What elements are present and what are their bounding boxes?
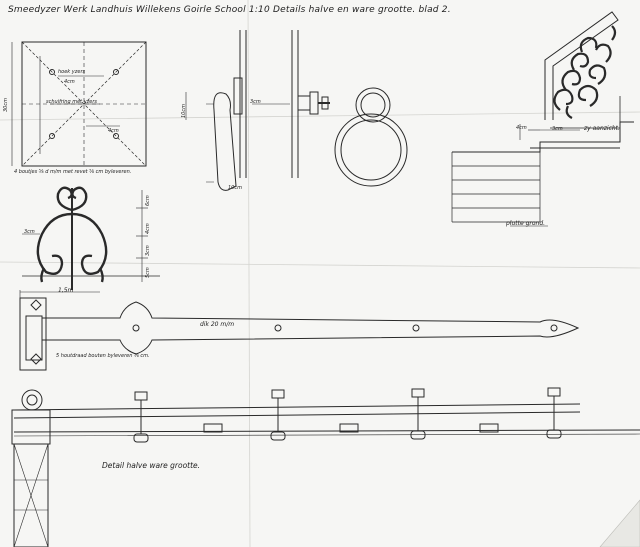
ornament-left-dim: 3cm [24, 229, 35, 235]
bolt-row [133, 387, 562, 443]
handle-dim-3: 10cm [228, 185, 242, 191]
ornament-dim-2: 4cm [145, 223, 151, 234]
stair-dim-2: 3cm [552, 126, 563, 132]
section-detail-drawing [11, 387, 640, 547]
ring-knocker-drawing [334, 87, 408, 187]
stair-view-label: zy aanzicht. [584, 125, 620, 132]
handle-drawing [185, 30, 330, 191]
hook-label-1: hoek yzers [58, 69, 86, 75]
scroll-ornament-drawing [22, 186, 160, 290]
handle-dim-2: 3cm [250, 99, 261, 105]
hook-label-2: schuifring met yzers [46, 99, 98, 105]
ornament-dim-1: 6cm [145, 195, 151, 206]
hinge-bolts-label: 5 houtdraad bouten byleveren ⅝ cm. [56, 353, 150, 359]
handle-dim-1: 10cm [181, 104, 187, 118]
hook-note: 4 boutjes ⅝ d m/m met revet ⅝ cm bylever… [14, 169, 132, 175]
sheet-title: Smeedyzer Werk Landhuis Willekens Goirle… [8, 5, 451, 15]
stair-railing-drawing [451, 11, 634, 227]
hinge-thickness-label: dik 20 m/m [200, 321, 235, 328]
hook-dim-1: 4cm [64, 79, 75, 85]
ornament-dim-3: 3cm [145, 245, 151, 256]
detail-caption: Detail halve ware grootte. [102, 461, 201, 470]
strap-hinge-drawing [19, 290, 580, 371]
hinge-width-label: 1,5m [58, 287, 74, 294]
torn-corner [599, 499, 640, 547]
square-plate-drawing [11, 41, 147, 167]
hook-side-dim: 30cm [3, 98, 9, 112]
stair-base-label: plutte grond. [506, 220, 546, 227]
hook-dim-2: 4cm [108, 128, 119, 134]
stair-dim-1: 4cm [516, 125, 527, 131]
ornament-dim-4: 5cm [145, 267, 151, 278]
